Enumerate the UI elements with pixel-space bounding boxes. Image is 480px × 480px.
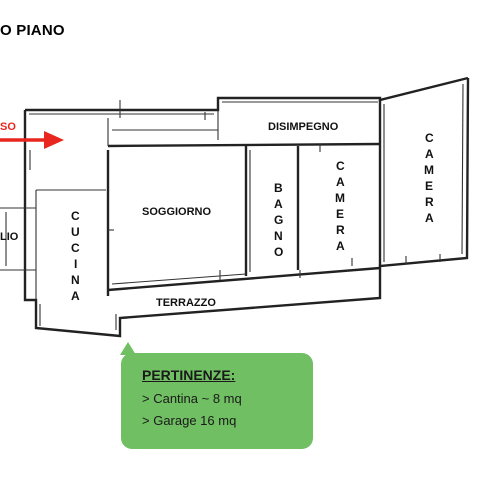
callout-pointer	[120, 342, 136, 355]
room-label-bagno-letter: O	[274, 245, 283, 259]
room-label-camera-1-letter: E	[336, 207, 344, 221]
left-room-label: LIO	[0, 231, 19, 243]
room-label-disimpegno: DISIMPEGNO	[268, 121, 339, 133]
room-label-cucina-letter: C	[71, 241, 80, 255]
room-label-bagno-letter: A	[274, 197, 283, 211]
pertinenze-item-garage: > Garage 16 mq	[142, 413, 237, 428]
room-label-camera-1-letter: R	[336, 223, 345, 237]
pertinenze-item-cantina: > Cantina ~ 8 mq	[142, 391, 242, 406]
room-label-camera-1-letter: C	[336, 159, 345, 173]
room-label-cucina: C U C I N A	[71, 209, 80, 303]
room-label-terrazzo: TERRAZZO	[156, 297, 216, 309]
entrance-arrow	[0, 131, 64, 149]
room-label-bagno-letter: N	[274, 229, 283, 243]
room-label-bagno: B A G N O	[274, 181, 283, 259]
room-label-camera-1-letter: A	[336, 175, 345, 189]
pertinenze-box: PERTINENZE: > Cantina ~ 8 mq > Garage 16…	[121, 353, 313, 449]
room-label-cucina-letter: A	[71, 289, 80, 303]
room-label-camera-1-letter: M	[335, 191, 345, 205]
page-title: O PIANO	[0, 22, 65, 39]
room-label-cucina-letter: N	[71, 273, 80, 287]
room-label-camera-2-letter: A	[425, 211, 434, 225]
room-label-cucina-letter: U	[71, 225, 80, 239]
interior-walls	[0, 100, 441, 300]
room-label-camera-2-letter: R	[425, 195, 434, 209]
room-label-cucina-letter: I	[74, 257, 77, 271]
pertinenze-title: PERTINENZE:	[142, 367, 236, 383]
room-label-camera-1: C A M E R A	[335, 159, 345, 253]
room-label-camera-2-letter: C	[425, 131, 434, 145]
room-label-bagno-letter: G	[274, 213, 283, 227]
room-label-soggiorno: SOGGIORNO	[142, 206, 212, 218]
room-label-camera-1-letter: A	[336, 239, 345, 253]
room-label-bagno-letter: B	[274, 181, 283, 195]
outer-walls	[23, 76, 470, 338]
room-label-camera-2-letter: A	[425, 147, 434, 161]
entrance-label: SO	[0, 121, 16, 133]
room-label-camera-2-letter: E	[425, 179, 433, 193]
room-label-camera-2: C A M E R A	[424, 131, 434, 225]
room-label-cucina-letter: C	[71, 209, 80, 223]
room-label-camera-2-letter: M	[424, 163, 434, 177]
